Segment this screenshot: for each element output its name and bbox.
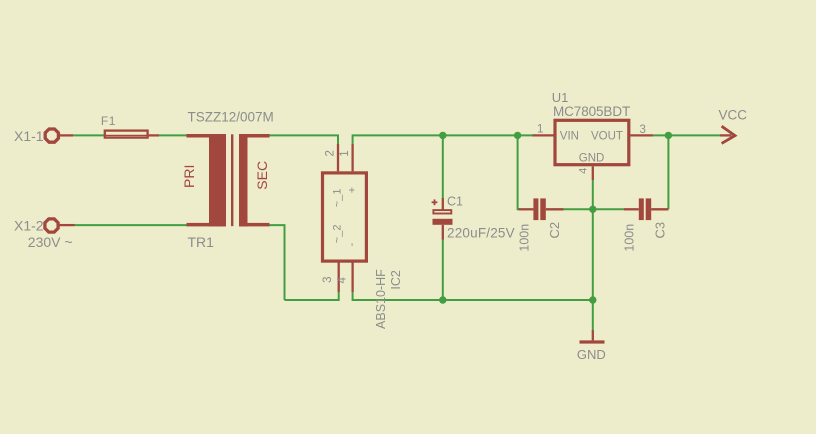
svg-text:+: + bbox=[346, 187, 358, 193]
svg-text:ABS10-HF: ABS10-HF bbox=[374, 269, 388, 329]
svg-text:230V ~: 230V ~ bbox=[28, 234, 73, 250]
svg-text:IC2: IC2 bbox=[389, 270, 403, 290]
svg-text:U1: U1 bbox=[552, 90, 569, 105]
svg-text:100n: 100n bbox=[517, 224, 531, 252]
svg-text:VIN: VIN bbox=[560, 131, 579, 143]
svg-text:1: 1 bbox=[339, 150, 351, 156]
svg-text:X1-2: X1-2 bbox=[14, 218, 44, 234]
svg-text:4: 4 bbox=[337, 277, 349, 284]
svg-text:~_1: ~_1 bbox=[331, 189, 343, 208]
svg-text:C1: C1 bbox=[447, 195, 463, 209]
svg-text:SEC: SEC bbox=[254, 161, 270, 190]
svg-text:VOUT: VOUT bbox=[591, 131, 623, 143]
svg-text:GND: GND bbox=[579, 152, 605, 164]
svg-text:C3: C3 bbox=[652, 222, 667, 239]
svg-text:GND: GND bbox=[577, 347, 606, 362]
svg-text:2: 2 bbox=[324, 150, 336, 156]
svg-text:4: 4 bbox=[578, 168, 590, 174]
svg-text:PRI: PRI bbox=[181, 165, 197, 188]
svg-text:3: 3 bbox=[322, 276, 334, 282]
svg-text:TR1: TR1 bbox=[188, 234, 215, 250]
svg-text:VCC: VCC bbox=[719, 107, 748, 122]
svg-text:MC7805BDT: MC7805BDT bbox=[553, 104, 630, 119]
svg-text:1: 1 bbox=[537, 124, 543, 136]
svg-text:3: 3 bbox=[640, 124, 646, 136]
svg-text:X1-1: X1-1 bbox=[14, 128, 44, 144]
svg-text:F1: F1 bbox=[101, 114, 116, 128]
svg-text:-: - bbox=[346, 242, 358, 246]
svg-text:220uF/25V: 220uF/25V bbox=[447, 226, 515, 241]
svg-text:100n: 100n bbox=[623, 224, 637, 252]
svg-text:~_2: ~_2 bbox=[331, 225, 343, 244]
svg-text:TSZZ12/007M: TSZZ12/007M bbox=[188, 109, 274, 124]
svg-text:C2: C2 bbox=[547, 222, 562, 239]
